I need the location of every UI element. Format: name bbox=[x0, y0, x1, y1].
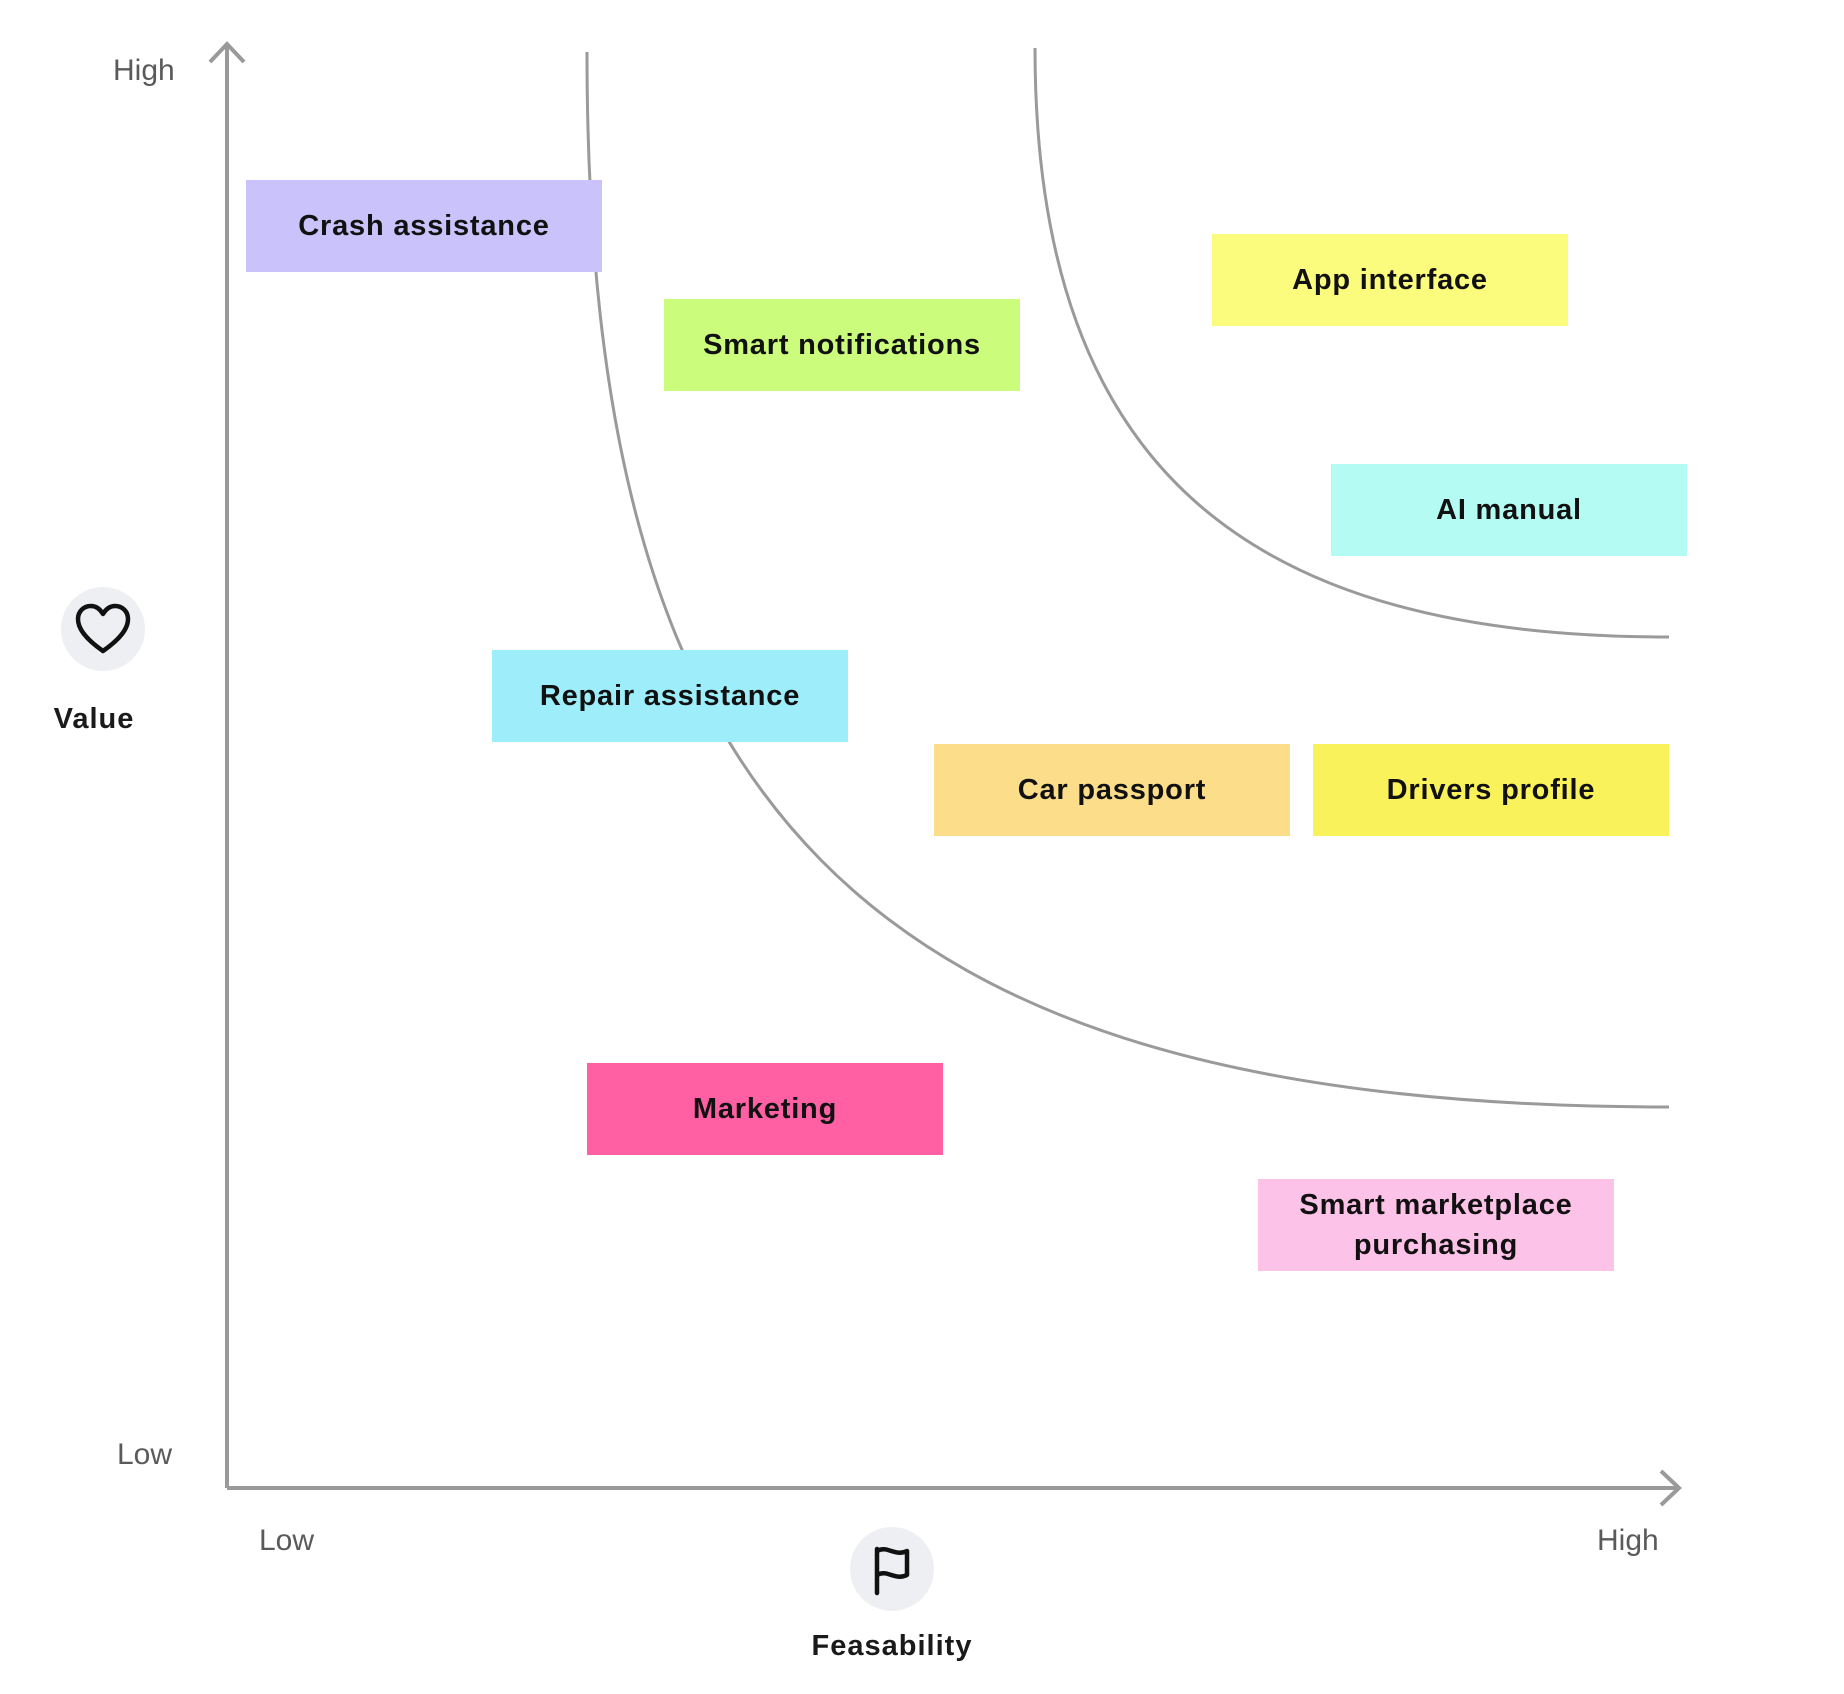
sticky-drivers-profile[interactable]: Drivers profile bbox=[1313, 744, 1669, 836]
y-axis-high-label: High bbox=[113, 54, 175, 87]
y-axis-low-label: Low bbox=[117, 1438, 173, 1471]
sticky-smart-marketplace-purchasing[interactable]: Smart marketplace purchasing bbox=[1258, 1179, 1614, 1271]
x-axis-high-label: High bbox=[1597, 1524, 1659, 1557]
sticky-repair-assistance[interactable]: Repair assistance bbox=[492, 650, 848, 742]
x-axis-arrow bbox=[1659, 1469, 1682, 1507]
sticky-app-interface[interactable]: App interface bbox=[1212, 234, 1568, 326]
flag-icon bbox=[850, 1527, 934, 1611]
lower-threshold-curve bbox=[585, 51, 1670, 1109]
upper-threshold-curve bbox=[1033, 47, 1670, 639]
x-axis-low-label: Low bbox=[259, 1524, 315, 1557]
x-axis-title: Feasability bbox=[811, 1630, 973, 1662]
sticky-car-passport[interactable]: Car passport bbox=[934, 744, 1290, 836]
sticky-ai-manual[interactable]: AI manual bbox=[1331, 464, 1687, 556]
y-axis-title: Value bbox=[53, 703, 135, 735]
sticky-crash-assistance[interactable]: Crash assistance bbox=[246, 180, 602, 272]
sticky-smart-notifications[interactable]: Smart notifications bbox=[664, 299, 1020, 391]
y-axis-arrow bbox=[208, 41, 246, 64]
heart-icon bbox=[61, 587, 145, 671]
sticky-marketing[interactable]: Marketing bbox=[587, 1063, 943, 1155]
